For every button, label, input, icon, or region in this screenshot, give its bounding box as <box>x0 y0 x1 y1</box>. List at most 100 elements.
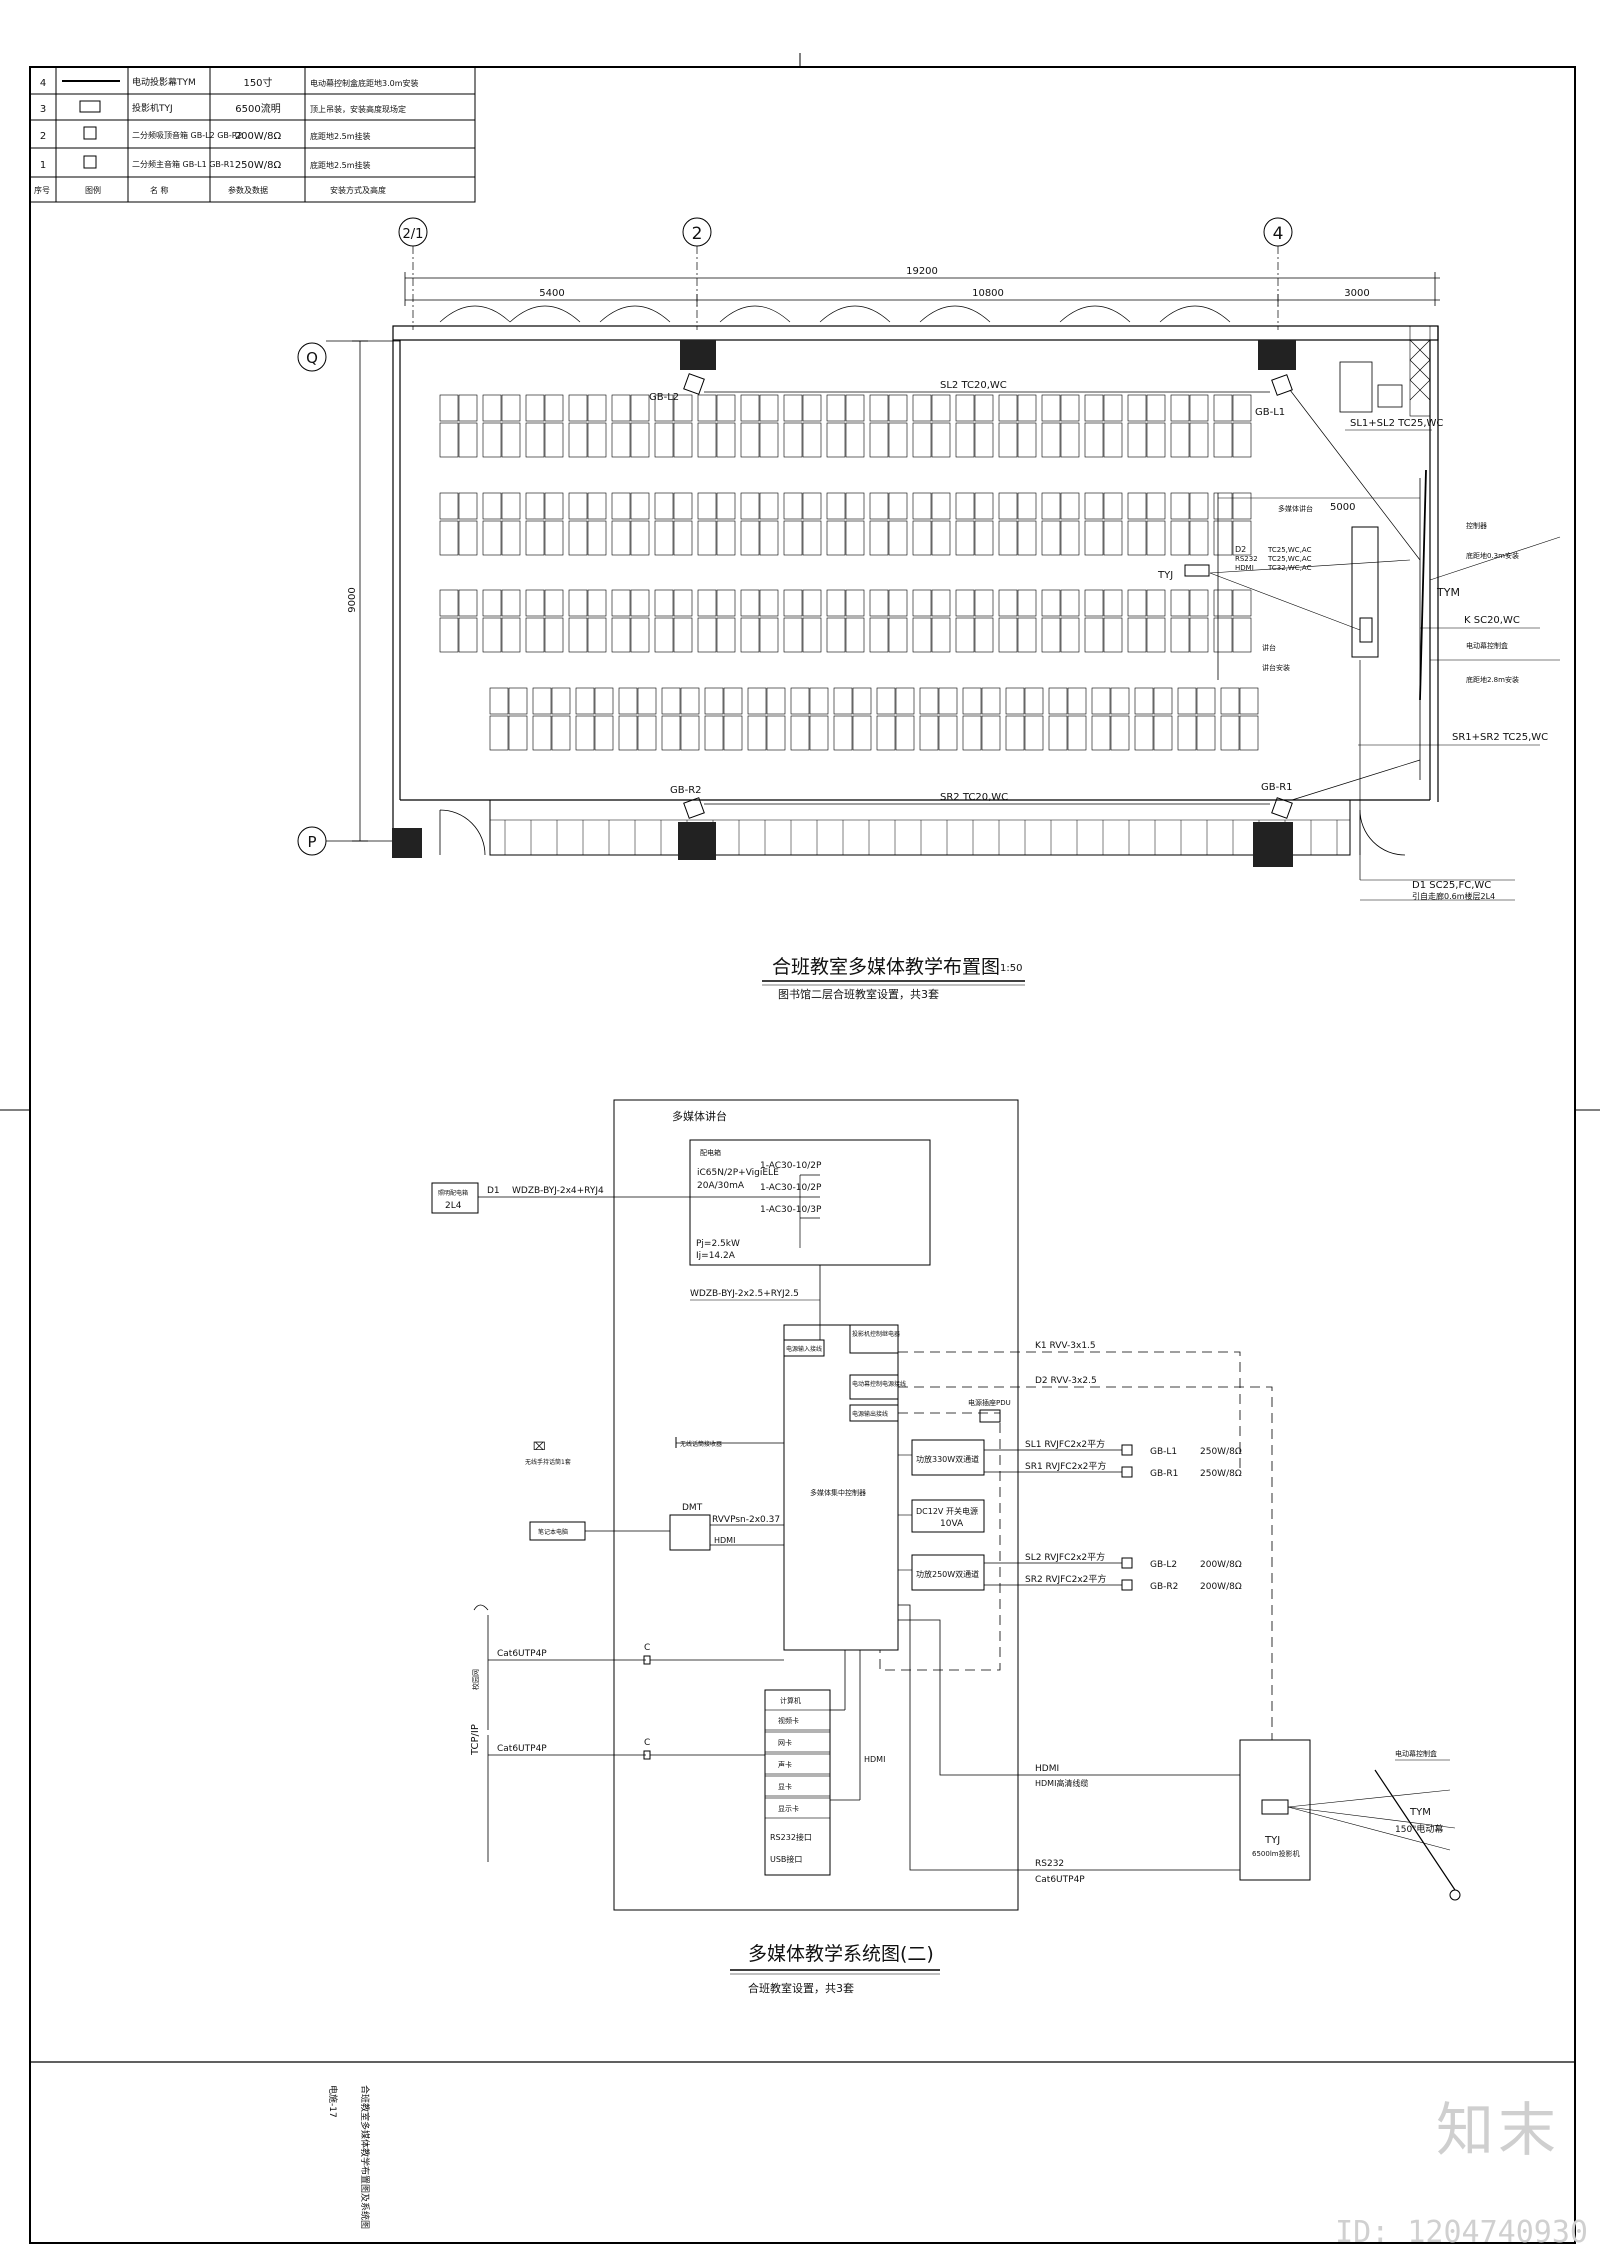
speaker-power-label: 200W/8Ω <box>1200 1582 1242 1592</box>
amp-330w <box>911 1439 985 1476</box>
desk <box>740 394 760 458</box>
desk <box>974 492 994 556</box>
desk <box>888 589 908 653</box>
label-d1: D1 SC25,FC,WC <box>1412 880 1491 891</box>
desk <box>845 492 865 556</box>
label-gb-l2: GB-L2 <box>649 392 679 403</box>
desk <box>981 687 1001 751</box>
speaker-id-label: GB-L2 <box>1150 1560 1177 1570</box>
lighting-panel <box>431 1182 479 1214</box>
desk <box>912 394 932 458</box>
desk <box>1146 492 1166 556</box>
desk <box>1067 687 1087 751</box>
label-sr1-sr2: SR1+SR2 TC25,WC <box>1452 732 1548 743</box>
projector-id: TYJ <box>1264 1835 1280 1846</box>
desk <box>525 492 545 556</box>
laptop-label: 笔记本电脑 <box>538 1528 568 1536</box>
pc-module <box>764 1797 831 1819</box>
desk <box>783 589 803 653</box>
desk <box>809 687 829 751</box>
desk <box>611 589 631 653</box>
screen-diagram <box>1374 1769 1456 1891</box>
legend-name-4: 电动投影幕TYM <box>132 76 196 88</box>
cabinet <box>1339 361 1373 413</box>
speaker-terminal-icon <box>1121 1444 1133 1456</box>
desk <box>1005 687 1025 751</box>
wall-south-windows <box>489 799 1351 856</box>
system-title: 多媒体教学系统图(二) <box>748 1943 934 1965</box>
desk <box>1232 589 1252 653</box>
speaker-signal-label: SL1 RVJFC2x2平方 <box>1025 1438 1105 1450</box>
speaker-signal-label: SL2 RVJFC2x2平方 <box>1025 1551 1105 1563</box>
desk <box>790 687 810 751</box>
central-controller <box>783 1324 899 1651</box>
dc-label: DC12V 开关电源 <box>916 1506 978 1516</box>
desk <box>673 492 693 556</box>
desk <box>697 394 717 458</box>
desk <box>1170 394 1190 458</box>
label-tc25b: TC25,WC,AC <box>1267 555 1312 563</box>
projector-icon <box>1261 1799 1289 1815</box>
desk <box>482 394 502 458</box>
label-d1-source: 引自走廊0.6m楼层2L4 <box>1412 891 1495 901</box>
distribution-box <box>689 1139 931 1266</box>
projector-legend-icon <box>79 100 101 113</box>
desk <box>489 687 509 751</box>
desk <box>1017 492 1037 556</box>
desk <box>1110 687 1130 751</box>
desk <box>1103 589 1123 653</box>
label-lectern-install: 讲台安装 <box>1262 663 1290 672</box>
legend-header-no: 序号 <box>34 185 50 195</box>
speaker-signal-label: SR1 RVJFC2x2平方 <box>1025 1460 1106 1472</box>
controller-slot-1: 投影机控制继电器 <box>852 1330 900 1338</box>
desk <box>802 492 822 556</box>
desk <box>1189 394 1209 458</box>
door-west <box>439 809 486 856</box>
column-q2 <box>680 340 716 370</box>
pc-module <box>764 1731 831 1753</box>
desk <box>833 687 853 751</box>
desk <box>587 589 607 653</box>
axis-label-q: Q <box>306 349 318 367</box>
legend-param-4: 150寸 <box>243 76 272 89</box>
pc-module-label: 显示卡 <box>778 1804 799 1813</box>
desk <box>458 492 478 556</box>
label-controller: 控制器 <box>1466 521 1487 530</box>
desk <box>1060 589 1080 653</box>
screen-box-label: 电动幕控制盒 <box>1395 1749 1437 1758</box>
pc-hdmi: HDMI <box>864 1755 885 1764</box>
system-diagram: 多媒体讲台 配电箱 iC65N/2P+VigiELE 20A/30mA 1-AC… <box>431 1099 1461 1995</box>
desk <box>1220 687 1240 751</box>
speaker-power-label: 250W/8Ω <box>1200 1447 1242 1457</box>
desk <box>740 589 760 653</box>
label-screen-box: 电动幕控制盒 <box>1466 641 1508 650</box>
desk <box>1060 492 1080 556</box>
door-east <box>1359 809 1406 856</box>
pdu-icon <box>979 1409 1001 1423</box>
dim-3000: 3000 <box>1344 288 1369 299</box>
legend-header-icon: 图例 <box>85 185 101 195</box>
label-sl1-sl2: SL1+SL2 TC25,WC <box>1350 418 1443 429</box>
desk <box>568 394 588 458</box>
label-tc25a: TC25,WC,AC <box>1267 546 1312 554</box>
c-label-2: C <box>644 1738 650 1748</box>
desk <box>852 687 872 751</box>
desk <box>931 492 951 556</box>
label-rs232: RS232 <box>1235 555 1258 563</box>
desk <box>895 687 915 751</box>
cable-2: WDZB-BYJ-2x2.5+RYJ2.5 <box>690 1289 799 1299</box>
desk <box>630 394 650 458</box>
desk <box>747 687 767 751</box>
speaker-id-label: GB-L1 <box>1150 1447 1177 1457</box>
desk <box>826 394 846 458</box>
desk <box>525 394 545 458</box>
desk <box>501 492 521 556</box>
desk <box>962 687 982 751</box>
desk <box>673 394 693 458</box>
pc-module <box>764 1709 831 1731</box>
label-podium: 多媒体讲台 <box>1278 504 1313 513</box>
out-hdmi: HDMI <box>1035 1764 1059 1774</box>
legend-param-2: 200W/8Ω <box>235 131 282 142</box>
label-tyj: TYJ <box>1157 570 1173 581</box>
desk <box>1127 589 1147 653</box>
